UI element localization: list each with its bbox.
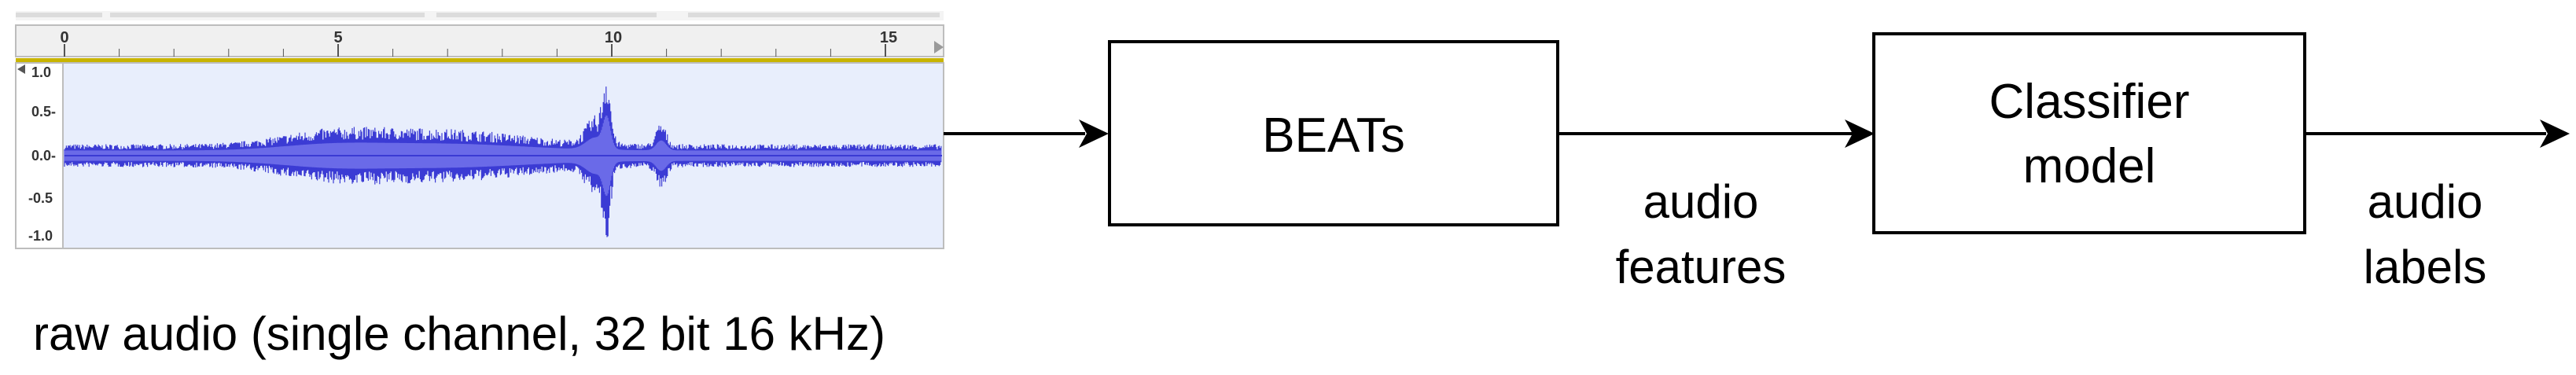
track-collapse-arrow[interactable] xyxy=(17,64,25,74)
arrow-beats-to-classifier xyxy=(1558,119,1875,148)
beats-label: BEATs xyxy=(1262,108,1404,163)
audio-features-label-line1: audio xyxy=(1643,175,1759,228)
timeline-tick-label: 5 xyxy=(333,29,342,46)
beats-node: BEATs xyxy=(1108,40,1559,226)
classifier-node: Classifier model xyxy=(1872,32,2306,234)
amplitude-scale xyxy=(15,62,64,249)
ruler-ticks xyxy=(64,44,886,57)
waveform-caption: raw audio (single channel, 32 bit 16 kHz… xyxy=(33,307,885,360)
audio-labels-label-line2: labels xyxy=(2364,241,2487,293)
timeline-tick-label: 15 xyxy=(880,29,897,46)
amplitude-tick-label: 0.5- xyxy=(31,104,56,119)
amplitude-tick-label: 0.0- xyxy=(31,148,56,164)
waveform-panel: 0 5 10 15 1.0 0.5- 0.0- -0.5 -1.0 xyxy=(15,11,944,249)
classifier-label-line1: Classifier xyxy=(1989,75,2190,129)
selection-bar xyxy=(16,58,944,63)
audio-features-label-line2: features xyxy=(1616,241,1787,293)
waveform-signal xyxy=(64,86,942,237)
amplitude-tick-label: 1.0 xyxy=(31,64,51,80)
arrow-waveform-to-beats xyxy=(944,119,1109,148)
amplitude-tick-label: -1.0 xyxy=(28,228,53,244)
amplitude-tick-label: -0.5 xyxy=(28,190,53,206)
classifier-label-line2: model xyxy=(2023,139,2156,193)
arrow-classifier-to-output xyxy=(2305,119,2570,148)
timeline-tick-label: 10 xyxy=(605,29,622,46)
timeline-tick-label: 0 xyxy=(60,29,68,46)
timeline-ruler xyxy=(15,24,944,57)
audio-labels-label-line1: audio xyxy=(2368,175,2483,228)
playhead-marker[interactable] xyxy=(934,41,944,53)
